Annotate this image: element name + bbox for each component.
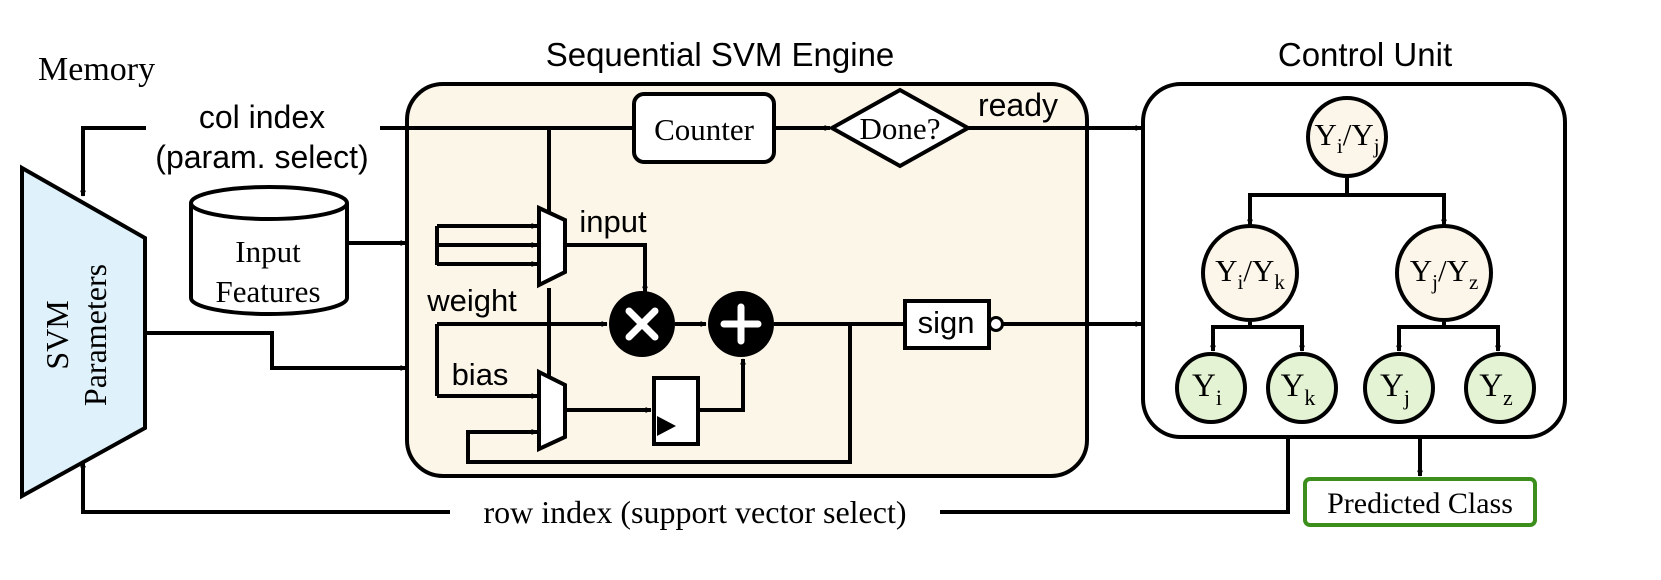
done-label: Done? <box>860 111 941 146</box>
param-select-label: (param. select) <box>155 139 368 175</box>
tree-left-node <box>1201 224 1299 322</box>
tree-left-label: Yi/Yk <box>1215 253 1285 294</box>
control-unit-title: Control Unit <box>1278 36 1452 73</box>
input-label: input <box>579 204 647 239</box>
svm-parameters-label-1: SVM <box>39 300 75 369</box>
inverter-bubble <box>988 316 1004 332</box>
plus-symbol <box>720 303 762 345</box>
tree-root-label: Yi/Yj <box>1314 117 1379 158</box>
svm-parameters-label-2: Parameters <box>77 264 113 406</box>
leaf-label-k: Yk <box>1281 368 1316 410</box>
row-index-wire-right <box>940 437 1290 514</box>
parameters-bus <box>145 331 407 371</box>
sign-label: sign <box>918 305 975 340</box>
root-to-right-edge <box>1347 193 1447 226</box>
ready-label: ready <box>978 87 1058 123</box>
leaf-label-i: Yi <box>1192 368 1222 410</box>
leaf-node-j <box>1363 352 1435 424</box>
col-index-to-memory-wire <box>80 126 146 197</box>
sign-block <box>903 299 991 350</box>
predicted-class-box <box>1303 477 1537 527</box>
predicted-class-label: Predicted Class <box>1327 487 1513 520</box>
svm-parameters-memory <box>20 164 147 500</box>
left-to-leaf-i-edge <box>1210 322 1252 352</box>
input-features-label-1: Input <box>235 234 301 269</box>
input-features-label-2: Features <box>215 274 320 309</box>
counter-label: Counter <box>654 112 755 147</box>
row-index-wire-left <box>80 461 450 514</box>
input-to-multiplier-wire <box>565 243 648 293</box>
weight-label: weight <box>426 283 517 318</box>
register-to-adder-wire <box>698 358 746 412</box>
memory-title: Memory <box>38 51 155 88</box>
input-mux <box>537 204 567 289</box>
leaf-label-z: Yz <box>1479 368 1513 410</box>
left-to-leaf-k-edge <box>1250 325 1305 352</box>
control-unit-box <box>1141 82 1567 439</box>
feedback-loop-wire <box>466 324 852 464</box>
bias-label: bias <box>452 357 509 392</box>
tree-root-node <box>1306 96 1388 178</box>
engine-box <box>405 82 1089 478</box>
right-to-leaf-z-edge <box>1444 325 1501 352</box>
bias-mux <box>537 368 567 453</box>
leaf-node-i <box>1175 352 1247 424</box>
right-to-leaf-j-edge <box>1396 322 1446 352</box>
col-index-label: col index <box>199 99 325 135</box>
multiply-symbol <box>625 307 659 341</box>
root-to-left-edge <box>1247 176 1349 226</box>
clock-triangle <box>657 416 676 436</box>
leaf-node-k <box>1266 352 1338 424</box>
engine-title: Sequential SVM Engine <box>546 36 895 73</box>
tree-right-label: Yj/Yz <box>1410 253 1479 294</box>
leaf-node-z <box>1464 352 1536 424</box>
tree-right-node <box>1395 224 1493 322</box>
row-index-label: row index (support vector select) <box>484 494 907 530</box>
input-features-database <box>189 185 349 316</box>
leaf-label-j: Yj <box>1380 368 1410 410</box>
